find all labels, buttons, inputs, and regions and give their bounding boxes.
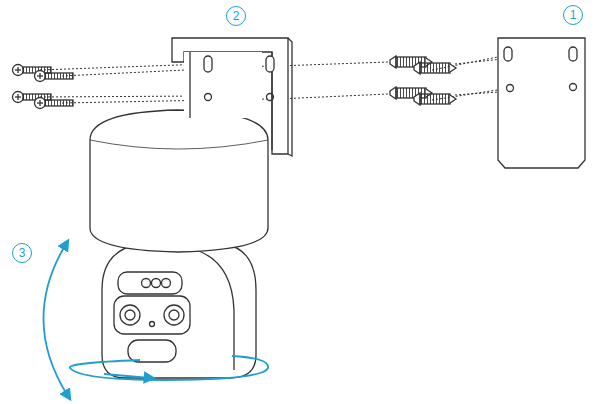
guide-lines: [40, 52, 572, 103]
mounting-bracket: [172, 38, 292, 156]
screws: [13, 65, 74, 109]
callout-number: 2: [226, 6, 246, 26]
wall-anchors: [390, 56, 456, 105]
callout-number: 3: [12, 243, 32, 263]
line-art: [13, 38, 586, 400]
rotation-arrows: [43, 244, 268, 396]
mounting-plate: [498, 38, 585, 168]
callout-number: 1: [563, 5, 583, 25]
